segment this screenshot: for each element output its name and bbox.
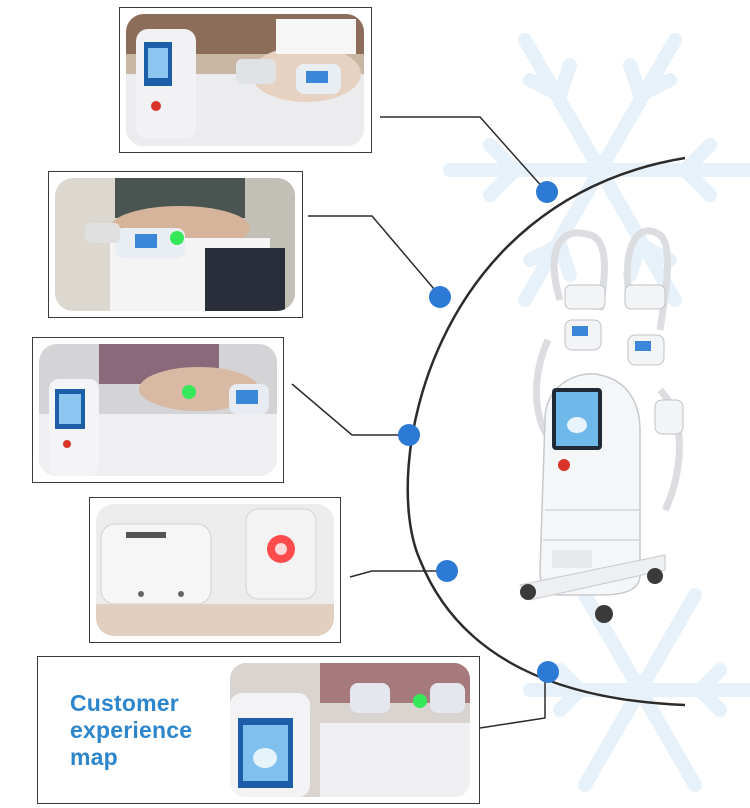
- connector-line-5: [479, 672, 546, 729]
- timeline-arc: [406, 156, 686, 707]
- treatment-photo-3: [39, 344, 277, 476]
- treatment-photo-5: [230, 663, 470, 797]
- timeline-node-4: [436, 560, 458, 582]
- connector-line-3: [291, 383, 408, 436]
- treatment-photo-2: [55, 178, 295, 311]
- timeline-node-2: [429, 286, 451, 308]
- caption-frame: [37, 656, 480, 804]
- timeline-node-5: [537, 661, 559, 683]
- photo-frame-4: [89, 497, 341, 643]
- photo-frame-1: [119, 7, 372, 153]
- caption-title: Customer experience map: [70, 690, 192, 771]
- connector-line-1: [380, 116, 546, 191]
- timeline-node-3: [398, 424, 420, 446]
- treatment-photo-4: [96, 504, 334, 636]
- caption-line-3: map: [70, 744, 118, 770]
- connector-line-4: [349, 570, 445, 578]
- connector-line-2: [308, 215, 441, 297]
- timeline-node-1: [536, 181, 558, 203]
- caption-line-1: Customer: [70, 690, 179, 716]
- caption-line-2: experience: [70, 717, 193, 743]
- photo-frame-2: [48, 171, 303, 318]
- treatment-photo-1: [126, 14, 364, 146]
- photo-frame-3: [32, 337, 284, 483]
